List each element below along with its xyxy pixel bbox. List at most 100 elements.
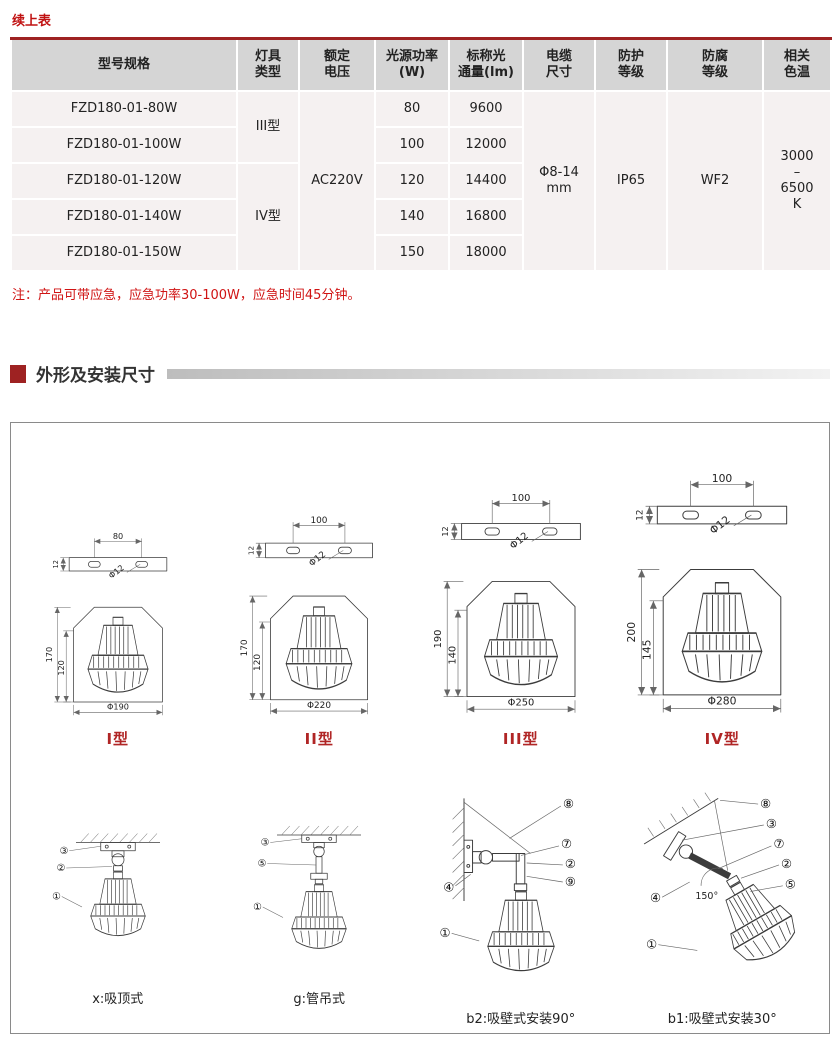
table-row: FZD180-01-150W 150 18000 — [10, 234, 831, 272]
install-caption-pipe: g:管吊式 — [293, 992, 346, 1007]
install-caption-wall-30: b1:吸壁式安装30° — [667, 1012, 777, 1027]
cell-cable: Φ8-14 mm — [522, 90, 596, 272]
table-header-row: 型号规格 灯具 类型 额定 电压 光源功率 (W) 标称光 通量(lm) 电缆 … — [10, 37, 832, 92]
wall-30-drawing: 150° ⑧ ③ ⑦ ② ⑤ ④ — [644, 792, 805, 971]
cell-voltage: AC220V — [298, 90, 376, 272]
callout-2: ② — [781, 856, 792, 870]
dim-plate-height: 12 — [247, 545, 256, 554]
brace-rod — [714, 799, 729, 871]
install-wall-90: ⑧ ⑦ ② ⑨ ④ ① b2:吸壁式安装90° — [420, 775, 622, 1027]
lamp-glyph — [681, 581, 763, 683]
cell-flux: 9600 — [448, 90, 524, 128]
col-header-model: 型号规格 — [10, 37, 238, 92]
lamp-glyph — [87, 616, 149, 693]
cell-model: FZD180-01-120W — [10, 162, 238, 200]
cell-lamp-type-b: IV型 — [236, 162, 300, 272]
diagram-grid: 80 12 Φ12 170 120 — [11, 423, 829, 1033]
lamp-glyph — [486, 890, 555, 971]
col-header-cct: 相关 色温 — [762, 37, 832, 92]
callout-1: ① — [52, 892, 61, 903]
dim-hole: Φ12 — [707, 513, 732, 536]
table-row: FZD180-01-140W 140 16800 — [10, 198, 831, 236]
dim-diameter: Φ250 — [507, 698, 534, 709]
table-row: FZD180-01-120W IV型 120 14400 — [10, 162, 831, 272]
dim-lamp-height: 120 — [56, 660, 66, 676]
callout-7: ⑦ — [561, 836, 572, 850]
cell-flux: 16800 — [448, 198, 524, 236]
callout-3: ③ — [766, 816, 777, 830]
dim-diameter: Φ220 — [307, 701, 331, 711]
mounting-plate-drawing-2: 100 12 Φ12 — [247, 515, 374, 567]
cell-power: 150 — [374, 234, 450, 272]
dimension-diagram-panel: 80 12 Φ12 170 120 — [10, 422, 830, 1034]
type-column-1: 80 12 Φ12 170 120 — [17, 449, 219, 749]
spec-table: 型号规格 灯具 类型 额定 电压 光源功率 (W) 标称光 通量(lm) 电缆 … — [10, 37, 832, 272]
dim-plate-height: 12 — [52, 560, 60, 568]
callout-3: ③ — [261, 838, 270, 849]
cell-power: 100 — [374, 126, 450, 164]
callout-9: ⑨ — [565, 874, 576, 888]
mounting-plate-drawing-3: 100 12 Φ12 — [440, 493, 581, 551]
dim-hole: Φ12 — [508, 531, 531, 551]
ceiling-mount-drawing: ③ ② ① — [52, 833, 160, 937]
install-wall-30: 150° ⑧ ③ ⑦ ② ⑤ ④ — [622, 775, 824, 1027]
type-column-4: 100 12 Φ12 200 145 — [622, 449, 824, 749]
wall-hatch — [452, 807, 464, 899]
cell-model: FZD180-01-100W — [10, 126, 238, 164]
install-caption-ceiling: x:吸顶式 — [92, 992, 144, 1007]
brace-rod — [463, 801, 531, 854]
lamp-glyph — [285, 606, 353, 690]
dim-plate-width: 100 — [311, 515, 328, 525]
table-row: FZD180-01-100W 100 12000 — [10, 126, 831, 164]
cell-model: FZD180-01-80W — [10, 90, 238, 128]
col-header-protection: 防护 等级 — [594, 37, 668, 92]
dim-diameter: Φ190 — [107, 701, 129, 711]
callout-4: ④ — [443, 880, 454, 894]
lamp-glyph — [291, 884, 348, 949]
dim-total-height: 170 — [44, 647, 54, 663]
cell-flux: 18000 — [448, 234, 524, 272]
col-header-power: 光源功率 (W) — [374, 37, 450, 92]
cell-power: 80 — [374, 90, 450, 128]
arm-pipe — [688, 851, 732, 879]
install-ceiling-mount: ③ ② ① x:吸顶式 — [17, 775, 219, 1027]
lamp-profile-drawing-2: 170 120 Φ220 — [240, 595, 369, 715]
dim-plate-width: 100 — [511, 493, 530, 504]
cell-lamp-type-a: III型 — [236, 90, 300, 164]
wall-90-drawing: ⑧ ⑦ ② ⑨ ④ ① — [439, 796, 576, 971]
cell-anticorrosion: WF2 — [666, 90, 764, 272]
wall-hatch — [647, 792, 712, 837]
lamp-profile-drawing-3: 190 140 Φ250 — [433, 581, 576, 714]
type-label-2: II型 — [304, 730, 334, 748]
callout-1: ① — [646, 937, 657, 951]
lamp-profile-drawing-1: 170 120 Φ190 — [44, 606, 163, 716]
section-title: 外形及安装尺寸 — [36, 366, 155, 386]
dim-plate-height: 12 — [440, 526, 450, 536]
callout-3: ③ — [59, 846, 68, 857]
dim-total-height: 190 — [433, 630, 444, 649]
lamp-glyph — [483, 593, 558, 686]
dim-lamp-height: 120 — [253, 654, 263, 671]
mounting-plate-drawing-4: 100 12 Φ12 — [636, 472, 788, 536]
callout-5: ⑤ — [785, 877, 796, 891]
wall-line — [644, 797, 719, 844]
section-divider — [167, 368, 830, 379]
type-column-3: 100 12 Φ12 190 140 — [420, 449, 622, 749]
ceiling-hatch — [281, 825, 359, 836]
callout-1: ① — [253, 902, 262, 913]
dim-plate-width: 80 — [113, 531, 123, 541]
col-header-lamp-type: 灯具 类型 — [236, 37, 300, 92]
callout-7: ⑦ — [774, 836, 785, 850]
mounting-plate-drawing-1: 80 12 Φ12 — [52, 531, 167, 580]
callout-8: ⑧ — [563, 796, 574, 810]
ceiling-hatch — [80, 833, 157, 843]
cell-cct: 3000 – 6500 K — [762, 90, 832, 272]
col-header-flux: 标称光 通量(lm) — [448, 37, 524, 92]
cell-model: FZD180-01-150W — [10, 234, 238, 272]
callout-4: ④ — [650, 890, 661, 904]
cell-flux: 14400 — [448, 162, 524, 200]
pipe-pendant-drawing: ③ ⑤ ① — [253, 825, 362, 949]
dim-plate-width: 100 — [712, 472, 733, 485]
col-header-anticorrosion: 防腐 等级 — [666, 37, 764, 92]
